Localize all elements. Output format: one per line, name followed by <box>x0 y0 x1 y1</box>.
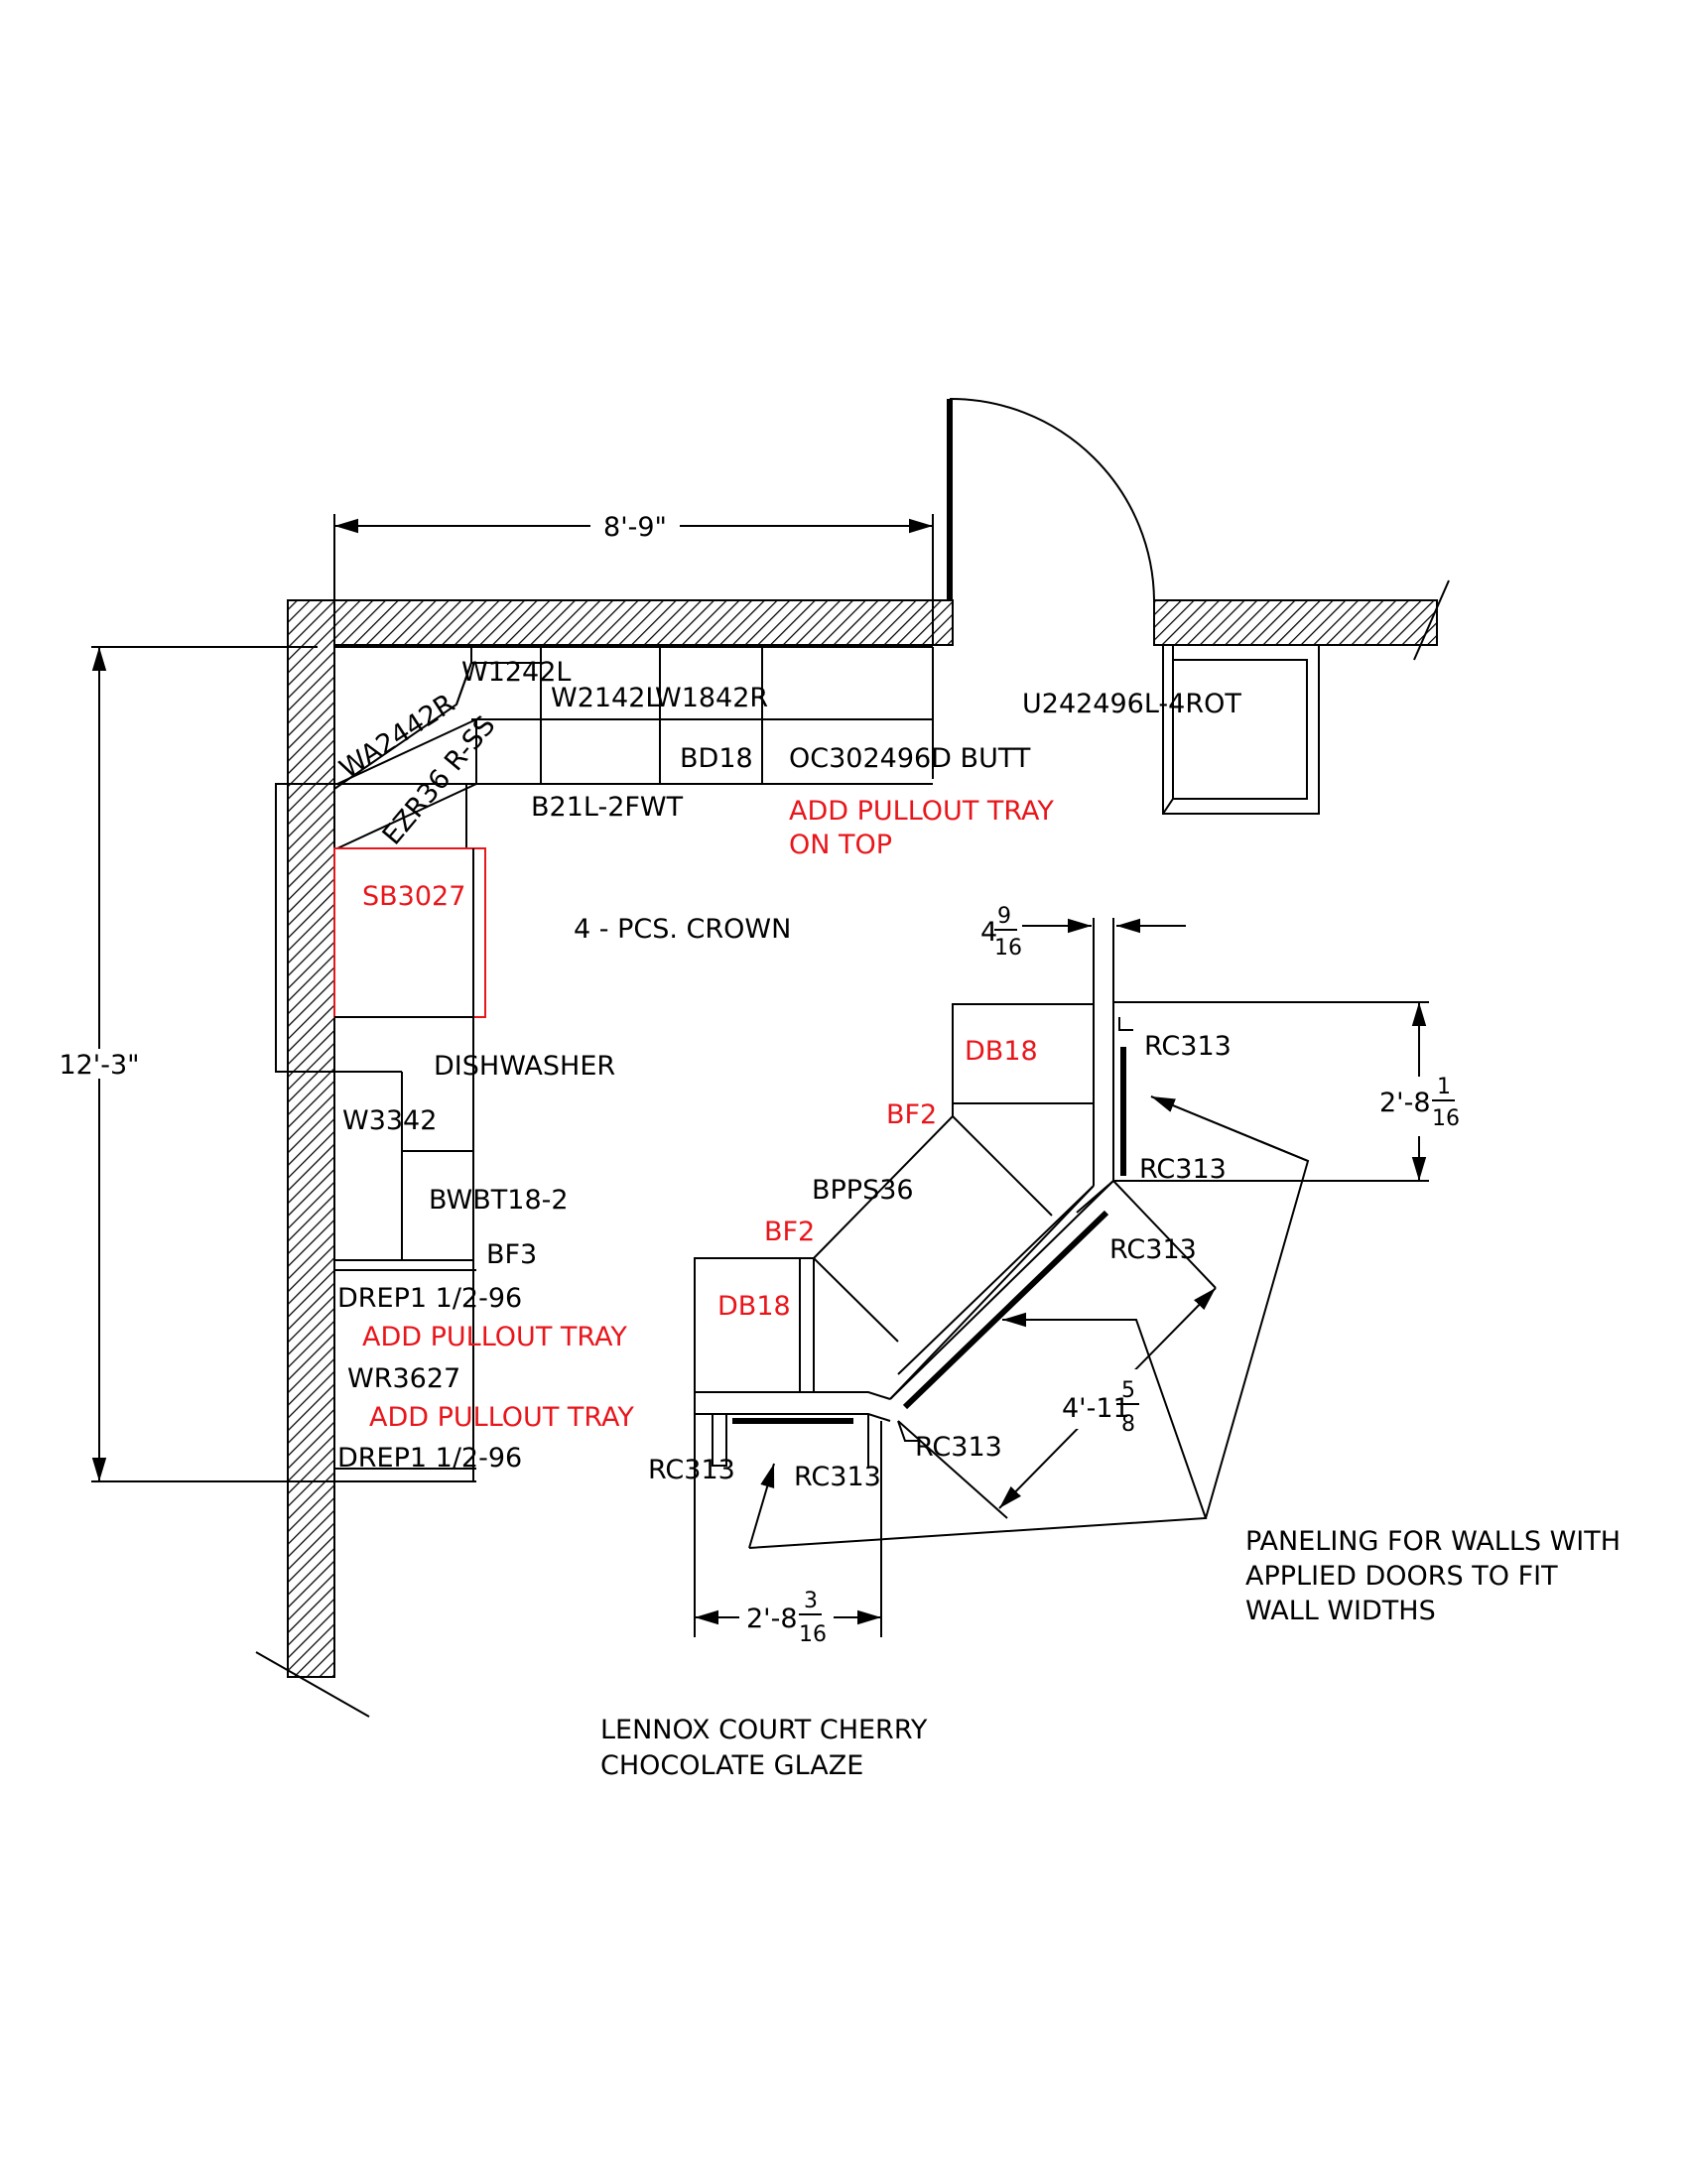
label-rc313-2: RC313 <box>1139 1154 1227 1185</box>
label-sb3027: SB3027 <box>362 881 465 912</box>
label-add-pullout-1: ADD PULLOUT TRAY <box>362 1322 627 1352</box>
label-w2142l: W2142L <box>551 683 660 713</box>
label-add-pullout-2: ADD PULLOUT TRAY <box>369 1402 634 1433</box>
label-rc313-6: RC313 <box>794 1462 881 1492</box>
entry-door <box>947 397 1155 645</box>
label-crown: 4 - PCS. CROWN <box>574 914 791 945</box>
svg-text:3: 3 <box>804 1589 818 1613</box>
label-w1242l: W1242L <box>461 657 571 688</box>
label-rc313-1: RC313 <box>1144 1031 1232 1062</box>
label-paneling-3: WALL WIDTHS <box>1245 1596 1436 1626</box>
label-oc302496d: OC302496D BUTT <box>789 743 1031 774</box>
utility-cabinet <box>1162 644 1320 815</box>
svg-text:5: 5 <box>1121 1378 1135 1403</box>
label-paneling-2: APPLIED DOORS TO FIT <box>1245 1561 1558 1592</box>
door-swing-arc <box>949 397 1155 601</box>
label-bf2-a: BF2 <box>886 1099 937 1130</box>
wall-break-right <box>1413 579 1450 661</box>
svg-text:9: 9 <box>997 904 1011 929</box>
label-bd18: BD18 <box>680 743 753 774</box>
label-rc313-4: RC313 <box>915 1432 1002 1463</box>
dim-left-label: 12'-3" <box>59 1050 139 1081</box>
cabinet-labels: W1242L WA2442R W2142L W1842R EZR36 R-SS … <box>334 657 1621 1781</box>
island-dims <box>694 918 1464 1647</box>
label-w3342: W3342 <box>342 1105 437 1136</box>
svg-text:4: 4 <box>980 917 997 948</box>
svg-text:16: 16 <box>799 1622 827 1647</box>
label-dishwasher: DISHWASHER <box>434 1051 615 1082</box>
label-b21l: B21L-2FWT <box>531 792 684 823</box>
label-drep-1: DREP1 1/2-96 <box>337 1283 522 1314</box>
svg-text:8: 8 <box>1121 1412 1135 1437</box>
wall-break-bottom <box>255 1651 370 1718</box>
dim-island-right-label: 2'-8 1 16 <box>1379 1075 1460 1131</box>
label-finish-2: CHOCOLATE GLAZE <box>600 1750 863 1781</box>
label-bf3: BF3 <box>486 1239 537 1270</box>
label-db18-b: DB18 <box>717 1291 791 1322</box>
sink-base-outline <box>333 847 486 1018</box>
left-cabinet-run <box>275 783 486 1481</box>
svg-text:16: 16 <box>1432 1106 1460 1131</box>
label-wr3627: WR3627 <box>347 1363 460 1394</box>
svg-text:4'-11: 4'-11 <box>1062 1393 1130 1424</box>
top-cabinet-run <box>333 646 934 849</box>
paneling-arrows <box>748 1095 1310 1549</box>
dim-top: 8'-9" <box>333 510 934 645</box>
label-bwbt18: BWBT18-2 <box>429 1185 569 1216</box>
svg-text:2'-8: 2'-8 <box>1379 1088 1431 1118</box>
label-bf2-b: BF2 <box>764 1217 815 1247</box>
dim-left: 12'-3" <box>50 646 476 1482</box>
label-rc313-3: RC313 <box>1109 1234 1197 1265</box>
dim-island-diag-label: 4'-11 5 8 <box>1062 1378 1139 1437</box>
top-wall-right <box>1153 599 1438 646</box>
label-drep-2: DREP1 1/2-96 <box>337 1443 522 1474</box>
label-w1842r: W1842R <box>655 683 768 713</box>
svg-text:2'-8: 2'-8 <box>746 1604 798 1634</box>
label-bpps36: BPPS36 <box>812 1175 914 1206</box>
svg-text:1: 1 <box>1437 1075 1451 1099</box>
label-u242496l: U242496L-4ROT <box>1022 689 1241 719</box>
dim-top-label: 8'-9" <box>603 512 667 543</box>
label-add-pullout-top-2: ON TOP <box>789 830 892 860</box>
island <box>694 918 1379 1519</box>
left-wall <box>287 599 335 1678</box>
top-wall-left <box>287 599 954 646</box>
label-finish-1: LENNOX COURT CHERRY <box>600 1715 928 1745</box>
label-db18-a: DB18 <box>965 1036 1038 1067</box>
label-paneling-1: PANELING FOR WALLS WITH <box>1245 1526 1621 1557</box>
dim-island-bottom-label: 2'-8 3 16 <box>746 1589 827 1647</box>
label-add-pullout-top-1: ADD PULLOUT TRAY <box>789 796 1054 827</box>
label-rc313-5: RC313 <box>648 1455 735 1485</box>
dim-island-top-label: 4 9 16 <box>980 904 1022 961</box>
walls <box>255 579 1450 1718</box>
svg-text:16: 16 <box>994 936 1022 961</box>
